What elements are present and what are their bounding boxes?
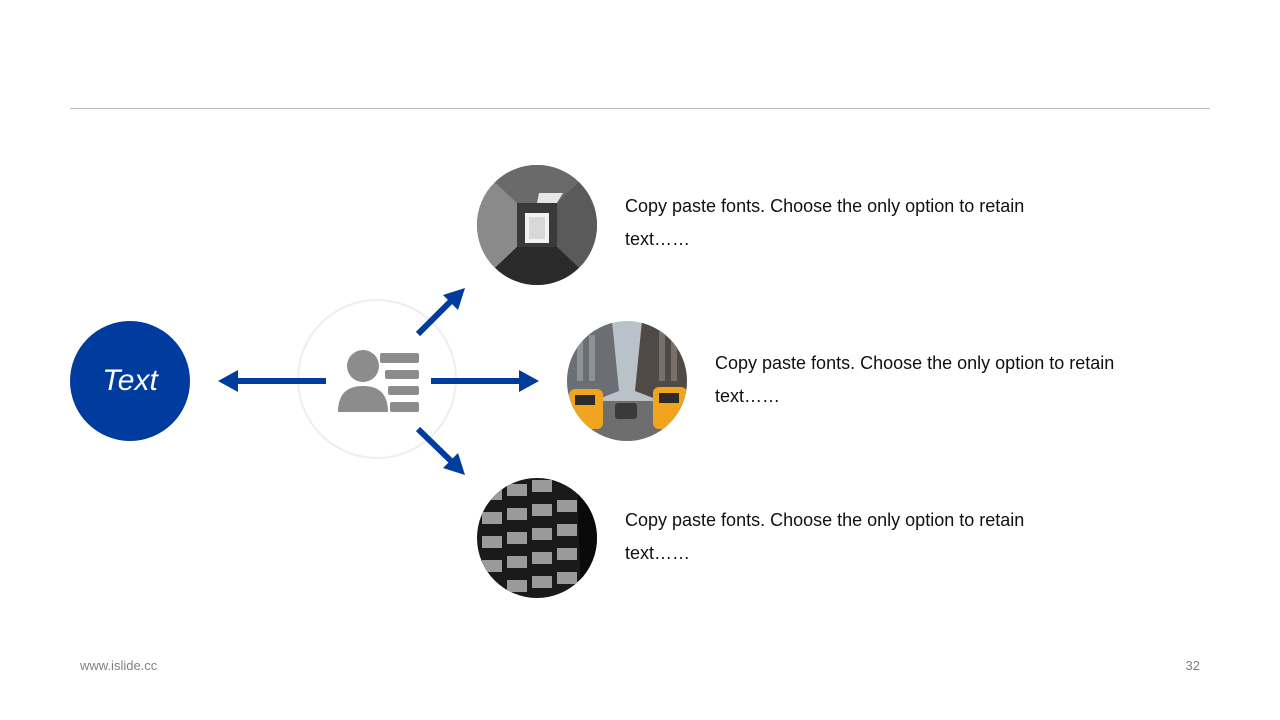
page-number: 32 xyxy=(1185,658,1200,673)
header-divider xyxy=(70,108,1210,109)
caption-1: Copy paste fonts. Choose the only option… xyxy=(625,196,1025,249)
caption-2: Copy paste fonts. Choose the only option… xyxy=(715,353,1115,406)
building-facade-photo xyxy=(477,478,597,598)
arrow-down-right xyxy=(415,426,465,475)
arrow-right xyxy=(431,370,539,392)
corridor-photo xyxy=(477,165,597,285)
caption-3: Copy paste fonts. Choose the only option… xyxy=(625,510,1025,563)
city-street-photo xyxy=(567,321,687,441)
footer-website[interactable]: www.islide.cc xyxy=(80,658,158,673)
arrow-left xyxy=(218,370,326,392)
arrow-up-right xyxy=(415,288,465,337)
user-card-icon xyxy=(338,350,419,412)
text-node-label: Text xyxy=(102,364,158,397)
text-node[interactable]: Text xyxy=(70,321,190,441)
